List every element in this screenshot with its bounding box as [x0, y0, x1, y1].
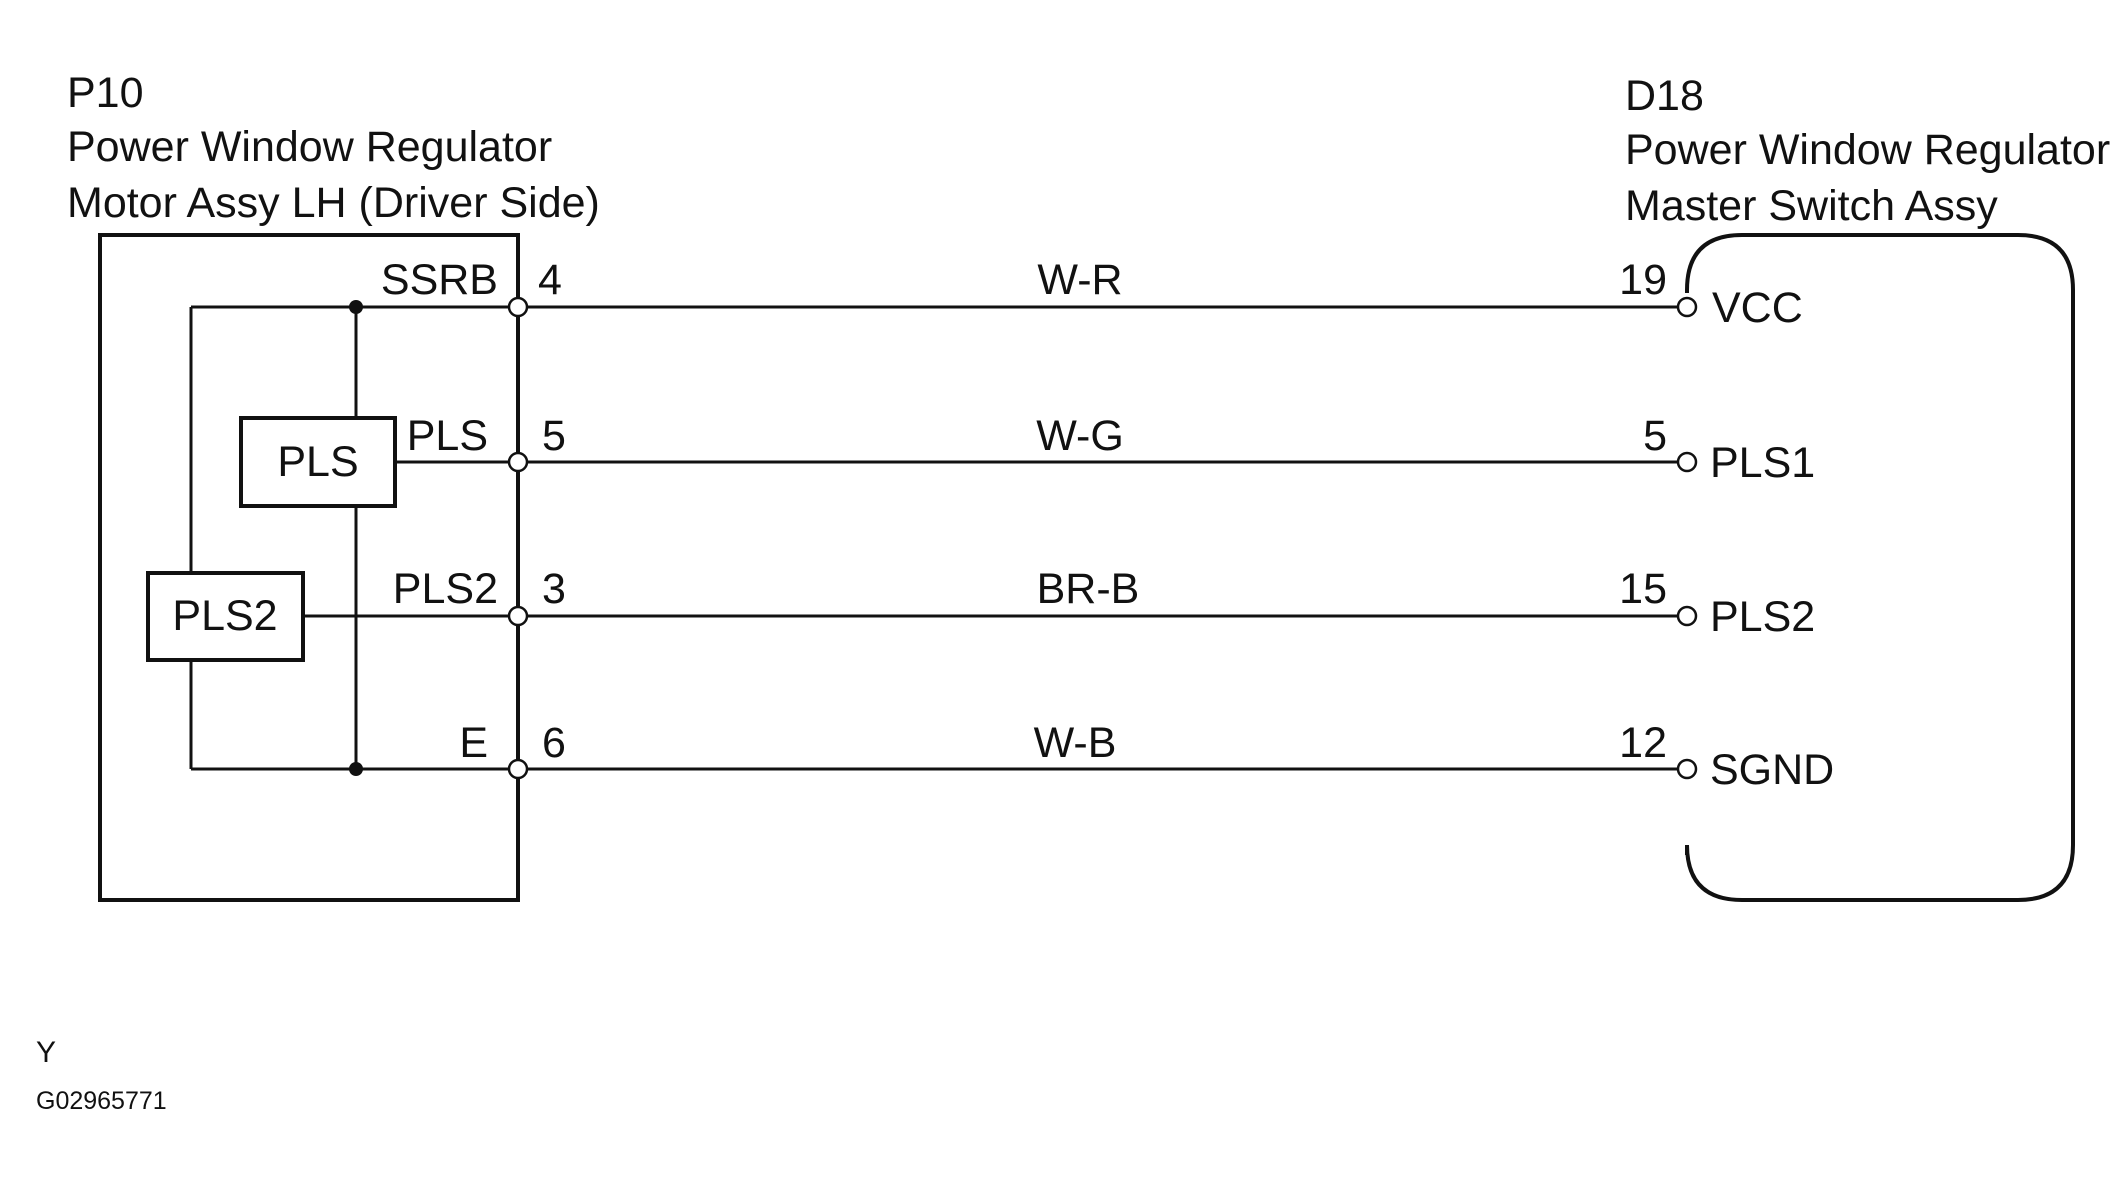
- wire-color-4: W-B: [1034, 719, 1117, 767]
- right-pin-label-sgnd: SGND: [1710, 746, 1834, 794]
- footer-label: Y: [36, 1036, 56, 1069]
- right-pin-label-pls2: PLS2: [1710, 593, 1815, 641]
- right-component-name-line2: Master Switch Assy: [1625, 182, 1998, 230]
- left-pin-label-e: E: [459, 719, 488, 767]
- right-component-name-line1: Power Window Regulator: [1625, 126, 2110, 174]
- right-pin-label-pls1: PLS1: [1710, 439, 1815, 487]
- left-pin-label-pls2: PLS2: [393, 565, 498, 613]
- right-component-box: [1685, 233, 2075, 902]
- left-component-name-line1: Power Window Regulator: [67, 123, 552, 171]
- right-terminal-4: [1676, 758, 1698, 780]
- left-terminal-3: [507, 605, 529, 627]
- wire-color-1: W-R: [1037, 256, 1122, 304]
- left-terminals: [507, 296, 529, 780]
- right-pin-number-3: 15: [1619, 565, 1667, 613]
- wire-color-2: W-G: [1036, 412, 1124, 460]
- left-component-box: [98, 233, 520, 902]
- pls-block-label: PLS: [277, 438, 358, 486]
- left-terminal-1: [507, 296, 529, 318]
- left-pin-number-2: 5: [542, 412, 566, 460]
- wire-color-3: BR-B: [1037, 565, 1140, 613]
- pls2-block: PLS2: [146, 571, 305, 662]
- left-component-name-line2: Motor Assy LH (Driver Side): [67, 179, 600, 227]
- left-pin-number-1: 4: [538, 256, 562, 304]
- left-internal-wiring: [189, 300, 518, 776]
- right-pin-number-1: 19: [1619, 256, 1667, 304]
- left-pin-number-4: 6: [542, 719, 566, 767]
- right-terminal-2: [1676, 451, 1698, 473]
- right-pin-number-2: 5: [1643, 412, 1667, 460]
- harness-wires: [518, 305, 1687, 771]
- pls2-block-label: PLS2: [172, 592, 277, 640]
- right-terminals: [1676, 296, 1698, 780]
- figure-id: G02965771: [36, 1087, 167, 1115]
- junction-dot-top: [349, 300, 363, 314]
- right-pin-label-vcc: VCC: [1712, 284, 1803, 332]
- left-terminal-4: [507, 758, 529, 780]
- right-pin-number-4: 12: [1619, 719, 1667, 767]
- left-pin-number-3: 3: [542, 565, 566, 613]
- left-component-code: P10: [67, 69, 144, 117]
- right-terminal-3: [1676, 605, 1698, 627]
- right-terminal-1: [1676, 296, 1698, 318]
- left-pin-label-pls: PLS: [407, 412, 488, 460]
- left-pin-label-ssrb: SSRB: [381, 256, 498, 304]
- pls-block: PLS: [239, 416, 397, 508]
- right-component-code: D18: [1625, 72, 1704, 120]
- junction-dot-bottom: [349, 762, 363, 776]
- left-terminal-2: [507, 451, 529, 473]
